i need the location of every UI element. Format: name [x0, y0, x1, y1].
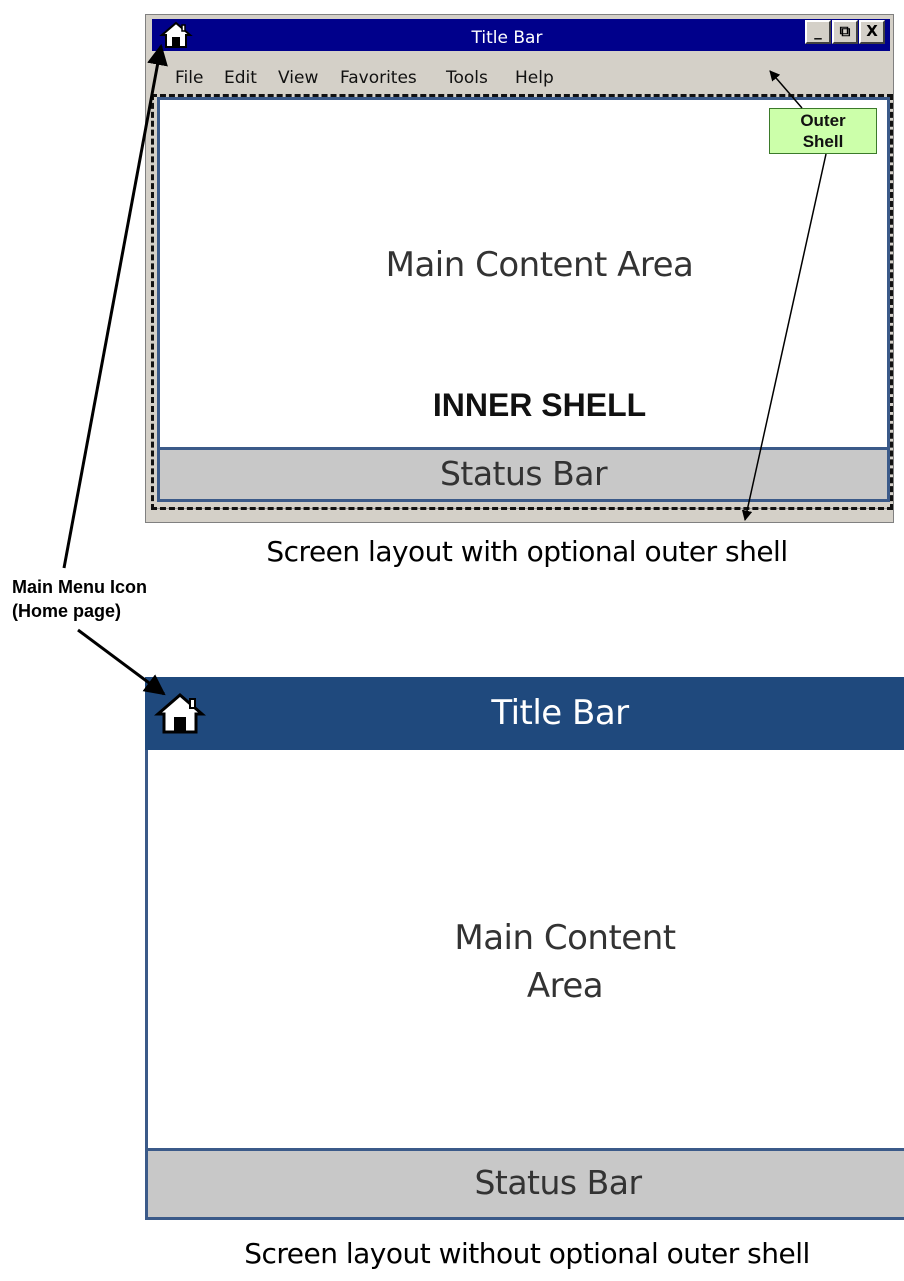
- window-title-bar: [152, 19, 890, 51]
- status-bar-label: Status Bar: [439, 454, 608, 493]
- close-button[interactable]: X: [859, 20, 885, 44]
- mobile-status-bar-label: Status Bar: [474, 1163, 642, 1202]
- mobile-main-content-label: Main Content Area: [145, 914, 904, 1010]
- outer-shell-badge-line2: Shell: [802, 132, 844, 151]
- main-menu-icon-annotation: Main Menu Icon (Home page): [12, 575, 147, 623]
- caption-without-outer-shell: Screen layout without optional outer she…: [244, 1237, 810, 1270]
- outer-shell-boundary: [151, 94, 893, 510]
- window-title-text: Title Bar: [471, 28, 543, 48]
- outer-shell-badge-line1: Outer: [800, 111, 846, 130]
- annotation-line2: (Home page): [12, 601, 122, 621]
- minimize-button[interactable]: _: [805, 20, 831, 44]
- menu-item-help[interactable]: Help: [515, 68, 554, 88]
- inner-shell-label: INNER SHELL: [432, 387, 647, 423]
- mobile-title-text: Title Bar: [491, 693, 629, 733]
- home-icon[interactable]: [159, 20, 193, 50]
- menu-item-edit[interactable]: Edit: [224, 68, 257, 88]
- mobile-main-content-line1: Main Content: [454, 918, 676, 958]
- menu-item-tools[interactable]: Tools: [446, 68, 488, 88]
- mobile-status-bar: [145, 1148, 904, 1220]
- restore-button[interactable]: ⧉: [832, 20, 858, 44]
- menu-item-file[interactable]: File: [175, 68, 204, 88]
- main-content-area-label: Main Content Area: [385, 245, 694, 285]
- mobile-main-content-line2: Area: [526, 966, 604, 1006]
- menu-item-favorites[interactable]: Favorites: [340, 68, 417, 88]
- annotation-line1: Main Menu Icon: [12, 577, 147, 597]
- caption-with-outer-shell: Screen layout with optional outer shell: [266, 535, 788, 568]
- mobile-title-bar: [145, 677, 904, 750]
- menu-item-view[interactable]: View: [278, 68, 319, 88]
- mobile-frame: [145, 750, 904, 1220]
- menu-bar: [152, 54, 890, 94]
- outer-shell-badge: Outer Shell: [769, 108, 877, 154]
- home-icon[interactable]: [153, 692, 207, 736]
